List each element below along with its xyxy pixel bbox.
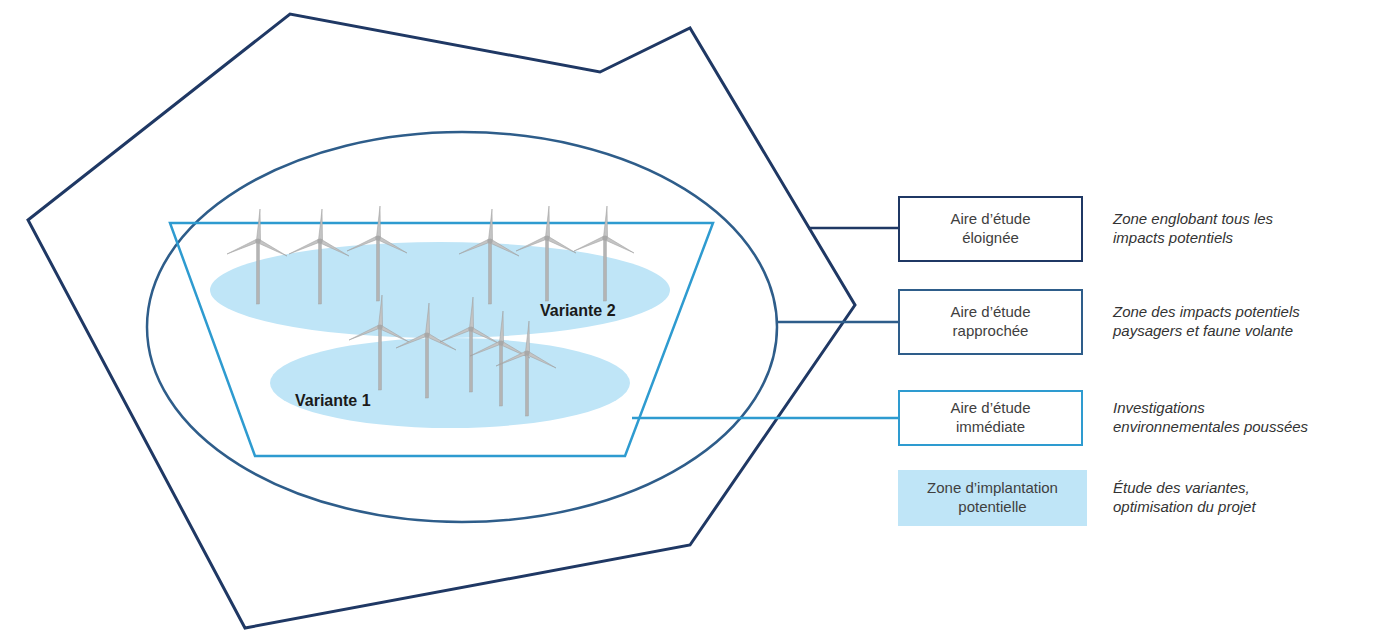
wind-turbine [574,206,634,301]
area-description: Zone des impacts potentiels paysagers et… [1113,303,1325,341]
legend-box: Zone d’implantation potentielle [898,470,1087,526]
leader-line [777,321,898,324]
implantation-zone-ellipse: Variante 2 [210,242,670,338]
wind-turbine [496,321,556,416]
wind-turbine [396,303,456,398]
area-description: Investigations environnementales poussée… [1113,399,1325,437]
box-label: Aire d’étude rapprochée [931,303,1051,341]
area-description: Zone englobant tous les impacts potentie… [1113,210,1325,248]
legend-box: Aire d’étude éloignée [898,196,1083,262]
ellipse-shape [210,242,670,338]
near-area-ellipse [147,132,777,522]
leader-line [632,417,898,420]
ellipse-shape [270,338,630,428]
legend-box: Aire d’étude immédiate [898,390,1083,446]
variant-label: Variante 2 [540,302,616,320]
wind-turbine [227,209,287,304]
wind-turbine [347,206,407,301]
wind-turbine [349,295,409,390]
box-text-group: Aire d’étude éloignée [931,210,1051,248]
wind-turbine [440,297,500,392]
box-label: Zone d’implantation potentielle [910,479,1075,517]
box-label: Aire d’étude éloignée [931,210,1051,248]
wind-turbine [459,209,519,304]
implantation-zone-ellipse: Variante 1 [270,338,630,428]
box-text-group: Aire d’étude rapprochée [931,303,1051,341]
wind-turbine [516,206,576,301]
far-area-outline [28,14,855,628]
area-description: Étude des variantes, optimisation du pro… [1113,479,1325,517]
variant-label: Variante 1 [295,392,371,410]
leader-line [808,227,898,230]
wind-turbine [289,209,349,304]
box-text-group: Aire d’étude immédiate [931,399,1051,437]
box-label: Aire d’étude immédiate [931,399,1051,437]
box-text-group: Zone d’implantation potentielle [910,479,1075,517]
immediate-area-trapezoid [170,223,713,456]
wind-turbine [470,311,530,406]
legend-box: Aire d’étude rapprochée [898,289,1083,355]
